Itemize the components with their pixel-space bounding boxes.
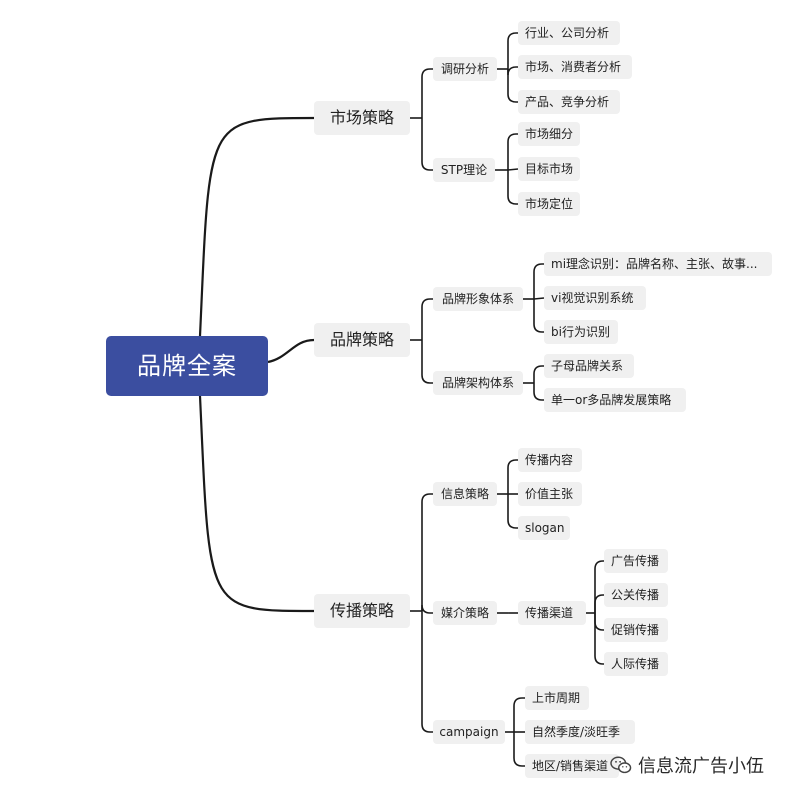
node-research-analysis[interactable]: 调研分析 <box>433 57 497 81</box>
connector-channels-branch-0 <box>594 560 604 613</box>
leaf-promotion[interactable]: 促销传播 <box>604 618 668 642</box>
connector-architecture-branch-0 <box>533 365 544 383</box>
connector-market-branch-1 <box>421 118 433 171</box>
node-message-strategy[interactable]: 信息策略 <box>433 482 497 506</box>
node-stp-theory[interactable]: STP理论 <box>433 158 495 182</box>
watermark: 信息流广告小伍 <box>610 752 764 778</box>
connector-brand-branch-0 <box>421 298 433 340</box>
leaf-parent-sub-brand[interactable]: 子母品牌关系 <box>544 354 634 378</box>
wechat-icon <box>610 756 632 774</box>
connector-channels-branch-3 <box>594 613 604 665</box>
node-channels[interactable]: 传播渠道 <box>518 601 586 625</box>
leaf-market-consumer-analysis[interactable]: 市场、消费者分析 <box>518 55 632 79</box>
connector-campaign-branch-0 <box>513 697 525 732</box>
connector-communication-branch-2 <box>421 611 433 733</box>
branch-communication-strategy[interactable]: 传播策略 <box>314 594 410 628</box>
leaf-content[interactable]: 传播内容 <box>518 448 582 472</box>
branch-market-strategy[interactable]: 市场策略 <box>314 101 410 135</box>
watermark-text: 信息流广告小伍 <box>638 756 764 777</box>
connector-campaign-branch-2 <box>513 732 525 767</box>
connector-research-branch-2 <box>507 69 518 103</box>
leaf-advertising[interactable]: 广告传播 <box>604 549 668 573</box>
connector-market-branch-0 <box>421 68 433 118</box>
node-media-strategy[interactable]: 媒介策略 <box>433 601 497 625</box>
connector-root-3 <box>198 395 315 613</box>
root-node[interactable]: 品牌全案 <box>106 336 268 396</box>
connector-image-system-branch-0 <box>533 263 544 299</box>
connector-stp-branch-0 <box>507 133 518 170</box>
connector-channels-branch-1 <box>594 594 604 613</box>
leaf-launch-cycle[interactable]: 上市周期 <box>525 686 589 710</box>
leaf-interpersonal[interactable]: 人际传播 <box>604 652 668 676</box>
connector-research-branch-1 <box>507 66 518 76</box>
connector-stp-branch-1 <box>507 168 519 171</box>
leaf-industry-company-analysis[interactable]: 行业、公司分析 <box>518 21 620 45</box>
leaf-mi-identity[interactable]: mi理念识别：品牌名称、主张、故事... <box>544 252 772 276</box>
leaf-product-competition-analysis[interactable]: 产品、竞争分析 <box>518 90 620 114</box>
node-campaign[interactable]: campaign <box>433 720 505 744</box>
leaf-market-segmentation[interactable]: 市场细分 <box>518 122 580 146</box>
connector-image-system-branch-2 <box>533 299 544 333</box>
leaf-region-sales-channel[interactable]: 地区/销售渠道 <box>525 754 619 778</box>
connector-brand-branch-1 <box>421 340 433 384</box>
connector-root-2 <box>267 338 315 364</box>
connector-stp-branch-2 <box>507 170 518 205</box>
node-brand-image-system[interactable]: 品牌形象体系 <box>433 287 523 311</box>
leaf-seasonality[interactable]: 自然季度/淡旺季 <box>525 720 635 744</box>
leaf-slogan[interactable]: slogan <box>518 516 570 540</box>
leaf-market-positioning[interactable]: 市场定位 <box>518 192 580 216</box>
leaf-public-relations[interactable]: 公关传播 <box>604 583 668 607</box>
connector-channels-branch-2 <box>594 613 604 631</box>
branch-brand-strategy[interactable]: 品牌策略 <box>314 323 410 357</box>
connector-communication-branch-0 <box>421 493 433 611</box>
leaf-target-market[interactable]: 目标市场 <box>518 157 580 181</box>
leaf-vi-identity[interactable]: vi视觉识别系统 <box>544 286 646 310</box>
connector-root-1 <box>198 116 315 337</box>
leaf-value-proposition[interactable]: 价值主张 <box>518 482 582 506</box>
connector-research-branch-0 <box>507 32 518 69</box>
connector-message-branch-0 <box>507 459 518 494</box>
leaf-single-multi-brand[interactable]: 单一or多品牌发展策略 <box>544 388 686 412</box>
connector-architecture-branch-1 <box>533 383 544 401</box>
connector-message-branch-2 <box>507 494 518 529</box>
connector-communication-branch-1 <box>421 604 433 614</box>
leaf-bi-identity[interactable]: bi行为识别 <box>544 320 618 344</box>
connector-image-system-branch-1 <box>533 297 545 300</box>
node-brand-architecture[interactable]: 品牌架构体系 <box>433 371 523 395</box>
